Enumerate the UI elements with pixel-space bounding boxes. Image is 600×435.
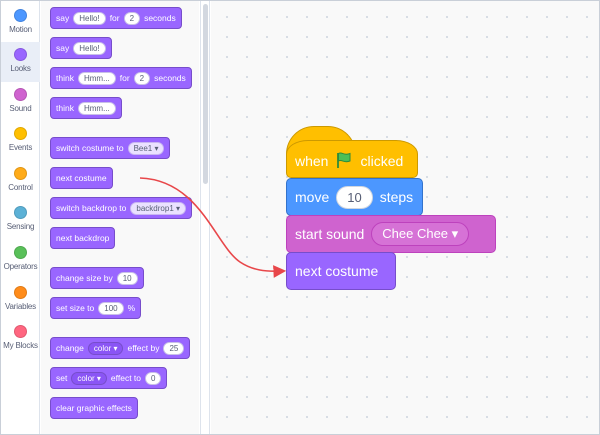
message-input[interactable]: Hmm... [77, 71, 116, 85]
message-input[interactable]: Hello! [73, 11, 106, 25]
message-input[interactable]: Hmm... [77, 101, 116, 115]
block-text: seconds [154, 73, 186, 83]
block-text: % [127, 303, 136, 313]
next-backdrop-block[interactable]: next backdrop [50, 227, 116, 249]
effect-input[interactable]: 0 [145, 371, 162, 385]
palette-scrollbar[interactable] [200, 1, 210, 434]
effect-dropdown[interactable]: color ▾ [71, 371, 107, 385]
move-steps-block[interactable]: move 10 steps [286, 178, 423, 216]
events-dot-icon [14, 127, 27, 140]
block-text: for [119, 73, 130, 83]
change-effect-block[interactable]: change color ▾ effect by 25 [50, 337, 191, 359]
category-looks[interactable]: Looks [1, 42, 40, 82]
block-text: think [56, 73, 74, 83]
next-costume-block[interactable]: next costume [50, 167, 113, 189]
block-text: start sound [295, 226, 365, 242]
looks-dot-icon [14, 48, 27, 61]
block-text: think [56, 103, 74, 113]
category-motion[interactable]: Motion [1, 3, 40, 43]
block-text: set [56, 373, 68, 383]
category-my-blocks[interactable]: My Blocks [1, 319, 40, 359]
switch-backdrop-block[interactable]: switch backdrop to backdrop1 ▾ [50, 197, 193, 219]
block-text: effect to [110, 373, 142, 383]
control-dot-icon [14, 167, 27, 180]
block-text: clicked [360, 153, 404, 169]
category-control[interactable]: Control [1, 161, 40, 201]
category-label: Sensing [6, 222, 35, 231]
category-sound[interactable]: Sound [1, 82, 40, 122]
message-input[interactable]: Hello! [73, 41, 106, 55]
think-block[interactable]: think Hmm... [50, 97, 122, 119]
block-text: next costume [295, 263, 379, 279]
category-label: My Blocks [3, 341, 38, 350]
set-effect-block[interactable]: set color ▾ effect to 0 [50, 367, 168, 389]
sound-dropdown[interactable]: Chee Chee ▾ [371, 222, 470, 246]
category-events[interactable]: Events [1, 121, 40, 161]
operators-dot-icon [14, 246, 27, 259]
block-text: seconds [144, 13, 176, 23]
say-for-secs-block[interactable]: say Hello! for 2 seconds [50, 7, 182, 29]
say-block[interactable]: say Hello! [50, 37, 112, 59]
costume-dropdown[interactable]: Bee1 ▾ [127, 141, 165, 155]
block-text: for [109, 13, 120, 23]
block-text: effect by [127, 343, 160, 353]
switch-costume-block[interactable]: switch costume to Bee1 ▾ [50, 137, 171, 159]
my-blocks-dot-icon [14, 325, 27, 338]
backdrop-dropdown[interactable]: backdrop1 ▾ [130, 201, 187, 215]
motion-dot-icon [14, 9, 27, 22]
block-text: next backdrop [56, 233, 110, 243]
block-text: change [56, 343, 84, 353]
effect-input[interactable]: 25 [163, 341, 185, 355]
clear-graphic-effects-block[interactable]: clear graphic effects [50, 397, 138, 419]
change-size-block[interactable]: change size by 10 [50, 267, 144, 289]
seconds-input[interactable]: 2 [123, 11, 141, 25]
block-text: clear graphic effects [56, 403, 132, 413]
block-text: next costume [56, 173, 107, 183]
block-text: switch backdrop to [56, 203, 127, 213]
block-text: switch costume to [56, 143, 124, 153]
category-label: Sound [9, 104, 32, 113]
size-input[interactable]: 10 [116, 271, 138, 285]
category-label: Control [8, 183, 33, 192]
sound-dot-icon [14, 88, 27, 101]
sensing-dot-icon [14, 206, 27, 219]
category-operators[interactable]: Operators [1, 240, 40, 280]
block-text: move [295, 189, 330, 205]
variables-dot-icon [14, 286, 27, 299]
block-text: change size by [56, 273, 113, 283]
category-label: Motion [9, 25, 32, 34]
category-label: Events [8, 143, 33, 152]
seconds-input[interactable]: 2 [133, 71, 151, 85]
steps-input[interactable]: 10 [336, 185, 373, 209]
block-text: say [56, 13, 70, 23]
block-text: say [56, 43, 70, 53]
green-flag-icon [335, 151, 353, 172]
start-sound-block[interactable]: start sound Chee Chee ▾ [286, 215, 496, 253]
block-text: set size to [56, 303, 95, 313]
scrollbar-thumb[interactable] [203, 4, 208, 184]
block-text: when [295, 153, 329, 169]
category-variables[interactable]: Variables [1, 280, 40, 320]
category-menu: Motion Looks Sound Events Control Sensin… [1, 1, 40, 434]
size-input[interactable]: 100 [98, 301, 124, 315]
when-flag-clicked-block[interactable]: when clicked [286, 140, 418, 178]
block-text: steps [379, 189, 414, 205]
category-sensing[interactable]: Sensing [1, 200, 40, 240]
next-costume-script-block[interactable]: next costume [286, 252, 396, 290]
effect-dropdown[interactable]: color ▾ [87, 341, 124, 355]
category-label: Looks [10, 64, 31, 73]
set-size-block[interactable]: set size to 100 % [50, 297, 142, 319]
category-label: Variables [5, 302, 36, 311]
category-label: Operators [3, 262, 38, 271]
think-for-secs-block[interactable]: think Hmm... for 2 seconds [50, 67, 192, 89]
